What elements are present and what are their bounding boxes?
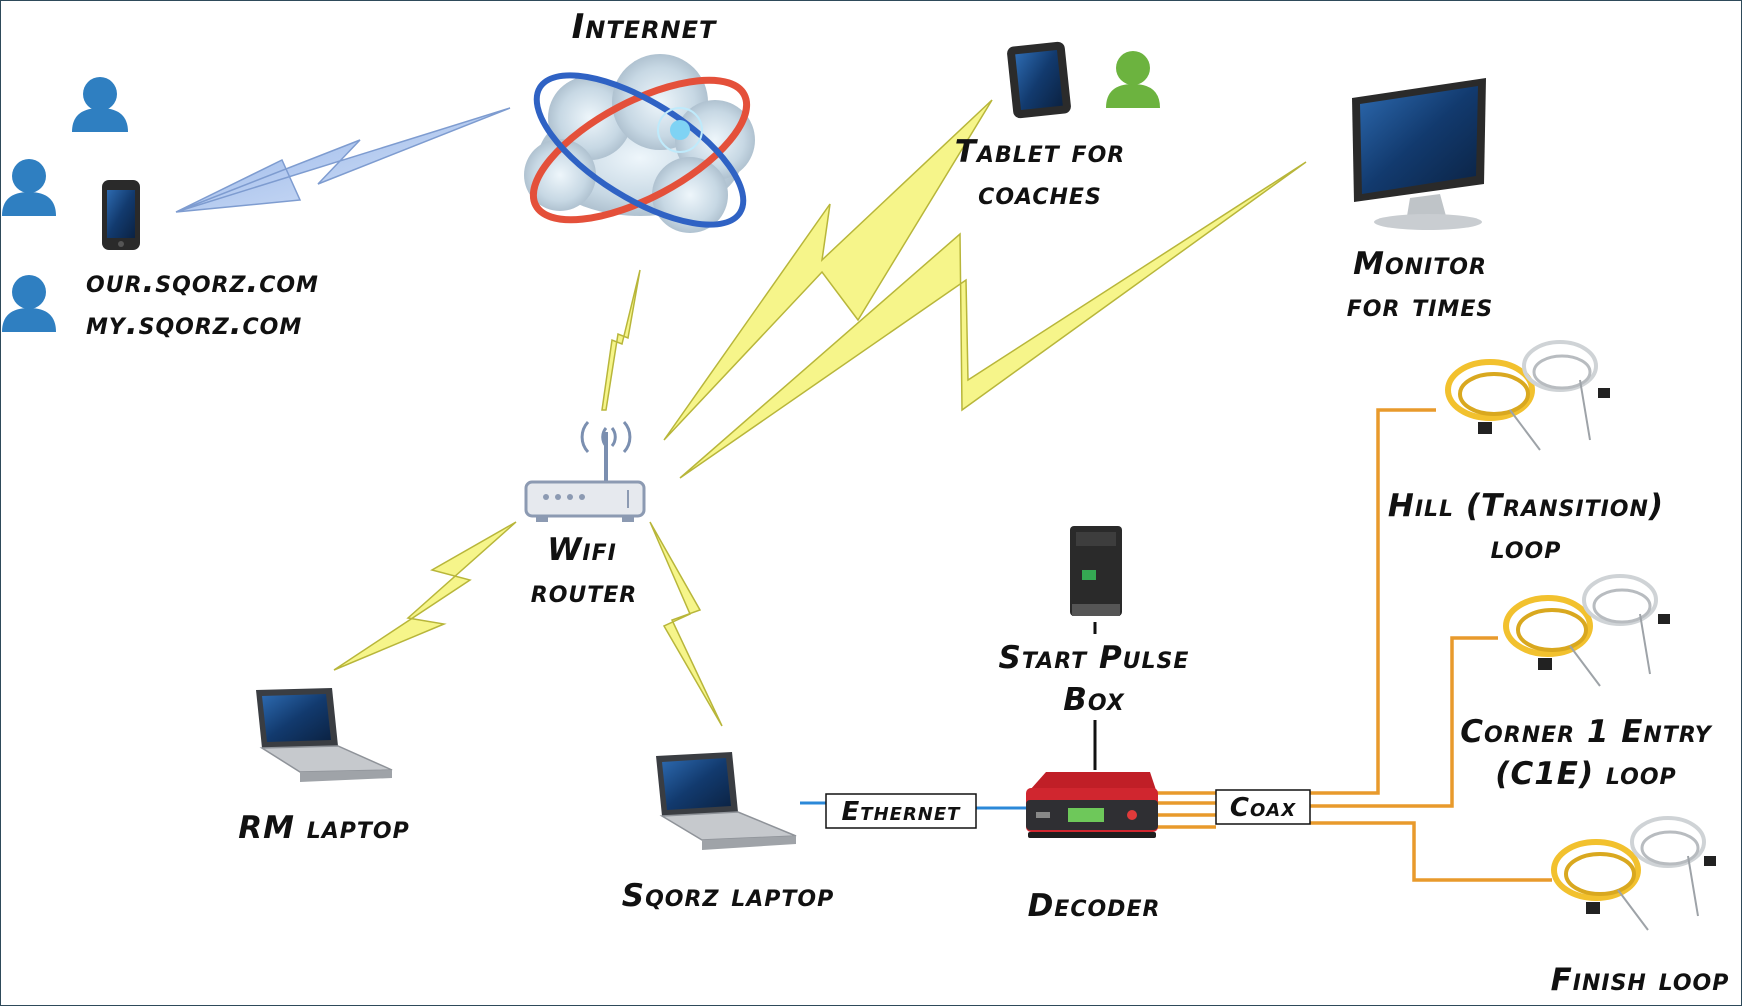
tablet-icon (1007, 41, 1071, 119)
start-pulse-label-line1: Start Pulse (999, 640, 1190, 676)
wifi-router-icon (524, 420, 646, 522)
user-icon (1106, 51, 1160, 108)
finish-loop-label: Finish loop (1551, 962, 1730, 998)
hill-loop-label-line1: Hill (Transition) (1388, 488, 1664, 524)
sqorz-laptop-label: Sqorz laptop (622, 878, 834, 914)
corner-loop-label-line2: (C1E) loop (1495, 756, 1676, 792)
tablet-label-line1: Tablet for (955, 134, 1125, 170)
rm-laptop-icon (256, 688, 393, 782)
user-icon (72, 77, 128, 132)
site-label-my: my.sqorz.com (86, 306, 302, 342)
coax-cables (1150, 408, 1552, 882)
site-label-our: our.sqorz.com (86, 264, 319, 300)
sqorz-laptop-icon (656, 752, 797, 850)
corner-loop-coil-icon (1503, 574, 1670, 687)
tablet-label-line2: coaches (978, 176, 1102, 212)
lightning-router-rm-laptop (333, 521, 517, 671)
ethernet-label-box: Ethernet (825, 793, 977, 829)
corner-loop-label-line1: Corner 1 Entry (1460, 714, 1712, 750)
router-label-line1: Wifi (547, 532, 617, 568)
lightning-router-monitor (679, 161, 1307, 479)
lightning-router-tablet (663, 99, 993, 441)
rm-laptop-label: RM laptop (238, 810, 410, 846)
start-pulse-box-icon (1070, 526, 1122, 616)
user-icon (2, 275, 56, 332)
decoder-icon (1026, 772, 1158, 838)
monitor-label-line1: Monitor (1353, 246, 1487, 282)
ethernet-label: Ethernet (842, 797, 962, 827)
hill-loop-coil-icon (1445, 340, 1610, 451)
user-icon (2, 159, 56, 216)
smartphone-icon (102, 180, 140, 250)
lightning-router-sqorz-laptop (649, 521, 723, 727)
internet-label: Internet (572, 7, 717, 47)
lightning-router-internet (601, 269, 641, 411)
monitor-label-line2: for times (1347, 288, 1493, 324)
monitor-icon (1352, 78, 1486, 230)
finish-loop-coil-icon (1551, 816, 1716, 931)
internet-cloud-icon (524, 54, 755, 233)
start-pulse-label-line2: Box (1063, 682, 1125, 718)
hill-loop-label-line2: loop (1491, 530, 1562, 566)
ethernet-cable (800, 801, 1026, 810)
lightning-internet-users (175, 107, 511, 213)
coax-label: Coax (1230, 793, 1296, 823)
coax-label-box: Coax (1215, 789, 1311, 825)
decoder-label: Decoder (1028, 888, 1161, 924)
router-label-line2: router (531, 574, 637, 610)
